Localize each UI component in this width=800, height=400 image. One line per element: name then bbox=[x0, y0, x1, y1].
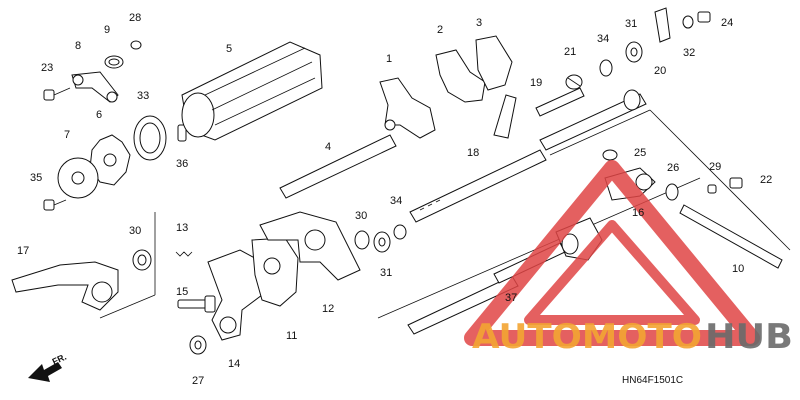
stopper-arm-14 bbox=[207, 249, 263, 341]
watermark-text: AUTOMOTO HUB bbox=[472, 317, 793, 357]
callout-31a: 31 bbox=[625, 18, 637, 30]
spring-9 bbox=[104, 55, 124, 69]
gear-7 bbox=[57, 157, 99, 199]
washer-34-right bbox=[599, 59, 613, 77]
spring-13 bbox=[175, 251, 193, 257]
shift-arm-17 bbox=[11, 261, 119, 311]
lever-19 bbox=[493, 87, 585, 139]
bolt-22 bbox=[729, 177, 743, 189]
washer-31-center bbox=[373, 231, 391, 253]
guide-plate-11 bbox=[251, 237, 299, 307]
callout-9: 9 bbox=[104, 24, 110, 36]
washer-32 bbox=[682, 15, 694, 29]
callout-36: 36 bbox=[176, 158, 188, 170]
callout-27: 27 bbox=[192, 375, 204, 387]
guide-plate-12 bbox=[259, 211, 361, 281]
washer-26 bbox=[665, 183, 679, 201]
callout-19: 19 bbox=[530, 77, 542, 89]
callout-15: 15 bbox=[176, 286, 188, 298]
callout-18: 18 bbox=[467, 147, 479, 159]
callout-numbers: 1 2 3 4 5 6 7 8 9 10 11 12 13 14 15 16 1… bbox=[17, 12, 772, 387]
shift-fork-1 bbox=[379, 77, 436, 139]
callout-26: 26 bbox=[667, 162, 679, 174]
callout-29: 29 bbox=[709, 161, 721, 173]
callout-6: 6 bbox=[96, 109, 102, 121]
watermark-triangle bbox=[464, 160, 760, 346]
callout-4: 4 bbox=[325, 141, 331, 153]
front-label: FR. bbox=[51, 352, 68, 367]
callout-25: 25 bbox=[634, 147, 646, 159]
callout-33: 33 bbox=[137, 90, 149, 102]
callout-22: 22 bbox=[760, 174, 772, 186]
callout-37: 37 bbox=[505, 292, 517, 304]
callout-34a: 34 bbox=[597, 33, 609, 45]
callout-34b: 34 bbox=[390, 195, 402, 207]
spring-25 bbox=[602, 149, 618, 161]
bolt-29 bbox=[707, 184, 717, 194]
spring-21 bbox=[565, 74, 583, 90]
rod-4 bbox=[279, 134, 397, 199]
callout-12: 12 bbox=[322, 303, 334, 315]
callout-23: 23 bbox=[41, 62, 53, 74]
watermark-part1: AUTOMOTO bbox=[472, 317, 702, 357]
washer-31-right bbox=[625, 41, 643, 63]
nut-24 bbox=[697, 11, 711, 23]
callout-35: 35 bbox=[30, 172, 42, 184]
callout-11: 11 bbox=[286, 330, 297, 342]
callout-3: 3 bbox=[476, 17, 482, 29]
bolt-35 bbox=[43, 199, 67, 211]
washer-30-left bbox=[132, 249, 152, 271]
diagram-code: HN64F1501C bbox=[622, 375, 683, 386]
callout-5: 5 bbox=[226, 43, 232, 55]
callout-10: 10 bbox=[732, 263, 744, 275]
bolt-23 bbox=[43, 87, 71, 101]
shift-fork-2 bbox=[435, 49, 486, 103]
callout-31b: 31 bbox=[380, 267, 392, 279]
shift-fork-3 bbox=[475, 35, 513, 91]
pin-36 bbox=[177, 124, 187, 142]
callout-20: 20 bbox=[654, 65, 666, 77]
front-direction-arrow bbox=[28, 362, 62, 382]
callout-32: 32 bbox=[683, 47, 695, 59]
star-plate-6 bbox=[89, 134, 131, 186]
pivot-bolt-15 bbox=[177, 295, 216, 313]
watermark-part2: HUB bbox=[705, 317, 793, 357]
stopper-arm-8 bbox=[71, 71, 119, 103]
callout-8: 8 bbox=[75, 40, 81, 52]
washer-34-center bbox=[393, 224, 407, 240]
shift-drum-5 bbox=[181, 41, 323, 141]
callout-1: 1 bbox=[386, 53, 392, 65]
callout-17: 17 bbox=[17, 245, 29, 257]
shift-shaft-upper bbox=[539, 89, 647, 151]
washer-28 bbox=[130, 40, 142, 50]
shaft-18 bbox=[409, 149, 547, 223]
callout-2: 2 bbox=[437, 24, 443, 36]
callout-24: 24 bbox=[721, 17, 733, 29]
callout-14: 14 bbox=[228, 358, 240, 370]
callout-28: 28 bbox=[129, 12, 141, 24]
callout-30b: 30 bbox=[355, 210, 367, 222]
callout-21: 21 bbox=[564, 46, 576, 58]
gearshift-spindle-10 bbox=[679, 204, 783, 269]
callout-30a: 30 bbox=[129, 225, 141, 237]
callout-13: 13 bbox=[176, 222, 188, 234]
washer-30-center bbox=[354, 230, 370, 250]
callout-16: 16 bbox=[632, 207, 644, 219]
oil-seal-33 bbox=[133, 115, 167, 161]
spindle-20 bbox=[654, 7, 671, 43]
washer-27 bbox=[189, 335, 207, 355]
callout-7: 7 bbox=[64, 129, 70, 141]
